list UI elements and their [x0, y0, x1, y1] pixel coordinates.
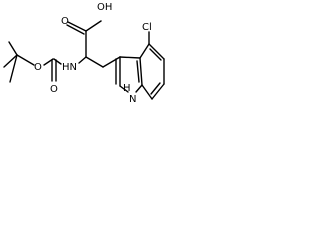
chlorine-label: Cl	[142, 22, 152, 33]
bond-tbu-to-ester-o	[16, 54, 35, 66]
amide-nh-label: HN	[62, 62, 77, 73]
hydroxyl-label: OH	[97, 2, 112, 13]
bond-lines	[3, 20, 165, 100]
bond-indole-n-to-c7a	[135, 84, 143, 93]
bond-ch2-to-indole-c3	[102, 56, 121, 68]
bond-benzene-c6-c7-1	[151, 83, 165, 100]
bond-tbu-methyl-bottom	[9, 54, 18, 83]
carbamate-carbonyl-oxygen-label: O	[50, 84, 58, 95]
bond-carboxyl-c-to-oh	[85, 20, 102, 32]
bond-benzene-c3a-c7a	[139, 57, 143, 86]
bond-carbonyl-c-to-nh	[53, 58, 62, 65]
structure-diagram: O OH HN O O Cl H N	[3, 2, 165, 105]
carbamate-ester-oxygen-label: O	[34, 62, 42, 73]
bond-indole-c2-to-n	[119, 85, 129, 93]
indole-nitrogen-label: N	[129, 94, 136, 105]
bond-benzene-c3a-c4	[139, 43, 150, 59]
bond-carboxyl-c-double-o-2	[66, 24, 85, 35]
bond-benzene-c6-c7-2	[150, 82, 161, 95]
bond-benzene-c3a-c7a-inner	[136, 60, 140, 83]
bond-alpha-c-to-ch2	[85, 56, 104, 68]
bond-benzene-c7-c7a	[141, 84, 153, 100]
indole-nh-label: H	[123, 83, 131, 94]
atom-labels: O OH HN O O Cl H N	[34, 2, 152, 105]
bond-benzene-c4-c5-2	[149, 48, 162, 61]
bond-indole-c3-to-c3a	[119, 56, 141, 59]
bond-tbu-methyl-top	[8, 41, 18, 56]
bond-tbu-methyl-left	[3, 54, 18, 68]
bond-nh-to-alpha-c	[78, 56, 87, 64]
carboxyl-oxygen-label: O	[61, 16, 69, 27]
bond-benzene-c4-c5-1	[148, 43, 165, 60]
bond-carboxyl-c-double-o-1	[67, 21, 87, 32]
